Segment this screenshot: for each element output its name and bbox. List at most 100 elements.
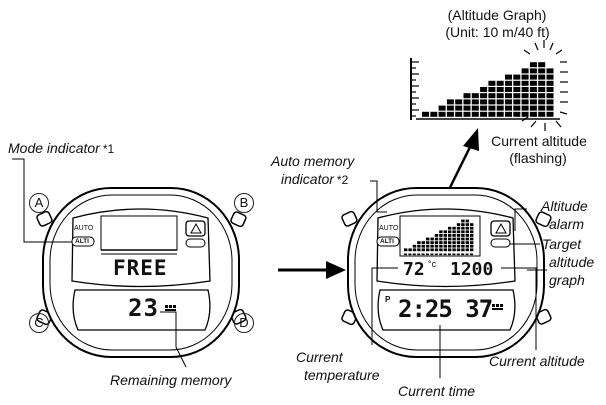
- altitude-graph-cell: [521, 111, 529, 117]
- altitude-graph-cell: [446, 111, 454, 117]
- mini-graph-cell: [456, 234, 461, 237]
- altitude-graph-cell: [529, 87, 537, 92]
- mini-graph-cell: [448, 234, 452, 237]
- mini-graph-cell: [448, 244, 452, 248]
- mini-graph-cell: [465, 241, 469, 244]
- altitude-graph-cell: [538, 68, 546, 74]
- mini-graph-cell: [461, 226, 465, 230]
- altitude-graph-cell: [471, 93, 479, 99]
- current-temperature-label-2: temperature: [304, 367, 380, 383]
- target-altitude-dash: [430, 253, 434, 256]
- mini-graph-cell: [421, 248, 425, 252]
- altitude-graph-cell: [488, 111, 496, 117]
- mini-graph-cell: [461, 248, 465, 252]
- altitude-graph-cell: [496, 105, 504, 111]
- mini-graph-cell: [465, 219, 469, 223]
- altitude-graph-cell: [521, 74, 529, 80]
- altitude-graph-cell: [546, 111, 554, 117]
- target-altitude-dash: [443, 253, 447, 256]
- mini-graph-cell: [461, 241, 465, 244]
- altitude-graph-cell: [529, 111, 537, 117]
- mini-graph-cell: [443, 234, 447, 237]
- auto-indicator-right: AUTO: [379, 225, 399, 232]
- altitude-graph-cell: [430, 111, 438, 117]
- button-b[interactable]: B: [234, 193, 254, 213]
- target-altitude-dash: [439, 253, 443, 256]
- mini-graph-cell: [439, 237, 443, 241]
- mini-graph-cell: [439, 234, 443, 237]
- mini-graph-cell: [465, 230, 469, 234]
- mini-graph-cell: [470, 241, 474, 244]
- mini-graph-cell: [417, 248, 421, 252]
- altitude-graph-cell: [496, 80, 504, 86]
- right-leader-lines: [370, 180, 547, 378]
- target-altitude-dash: [448, 253, 451, 256]
- altitude-graph-cell: [463, 111, 471, 117]
- altitude-graph-cell: [488, 80, 496, 86]
- target-label-2: altitude: [549, 254, 595, 270]
- mini-graph-cell: [417, 241, 421, 244]
- mini-graph-cell: [456, 226, 461, 230]
- altitude-graph-cell: [505, 99, 512, 105]
- mini-graph-cell: [439, 241, 443, 244]
- altitude-graph-cell: [521, 93, 529, 99]
- mini-graph-cell: [434, 241, 439, 244]
- altitude-graph-cell: [463, 99, 471, 105]
- altitude-graph-cell: [546, 87, 554, 92]
- mini-graph-cell: [470, 230, 474, 234]
- altitude-graph-cell: [513, 74, 521, 80]
- mini-graph-cell: [461, 244, 465, 248]
- mini-graph-cell: [456, 223, 461, 226]
- remaining-memory-label: Remaining memory: [110, 372, 232, 388]
- target-altitude-dash: [426, 253, 429, 256]
- mini-graph-cell: [439, 248, 443, 252]
- button-a[interactable]: A: [29, 193, 49, 213]
- altitude-graph-cell: [488, 87, 496, 92]
- altitude-graph-cell: [538, 105, 546, 111]
- altitude-graph-cell: [455, 99, 463, 105]
- auto-memory-label: Auto memory: [271, 153, 355, 169]
- button-c[interactable]: C: [29, 313, 49, 333]
- mini-graph-cell: [461, 223, 465, 226]
- target-altitude-dash: [456, 253, 460, 256]
- altitude-graph-cell: [496, 87, 504, 92]
- altitude-graph-cell: [446, 99, 454, 105]
- altitude-graph-cell: [538, 111, 546, 117]
- altitude-graph-cell: [513, 80, 521, 86]
- mini-graph-cell: [421, 241, 425, 244]
- mini-graph-cell: [426, 248, 430, 252]
- mini-graph-cell: [439, 244, 443, 248]
- mini-graph-cell: [470, 223, 474, 226]
- button-d[interactable]: D: [234, 313, 254, 333]
- mini-graph-cell: [465, 226, 469, 230]
- mini-graph-cell: [470, 248, 474, 252]
- altitude-graph-cell: [422, 111, 429, 117]
- mini-graph-cell: [456, 230, 461, 234]
- mini-graph-cell: [430, 248, 434, 252]
- mini-graph-cell: [452, 244, 456, 248]
- mini-graph-cell: [434, 234, 439, 237]
- mini-graph-cell: [430, 241, 434, 244]
- arrow-right-icon: [278, 261, 346, 279]
- mini-graph-cell: [456, 248, 461, 252]
- mini-graph-cell: [452, 234, 456, 237]
- altitude-graph-cell: [438, 111, 446, 117]
- current-time-label: Current time: [398, 383, 476, 399]
- altitude-graph-cell: [521, 87, 529, 92]
- mini-graph-cell: [448, 237, 452, 241]
- mini-graph-cell: [430, 237, 434, 241]
- mini-graph-cell: [443, 244, 447, 248]
- target-altitude-dash: [408, 253, 412, 256]
- altitude-graph-cell: [505, 87, 512, 92]
- altitude-graph-cell: [471, 99, 479, 105]
- alarm-bell-icon: [495, 222, 507, 234]
- altitude-graph-cell: [529, 80, 537, 86]
- altitude-graph-cell: [513, 87, 521, 92]
- mini-graph-cell: [456, 244, 461, 248]
- mini-graph-cell: [448, 226, 452, 230]
- altitude-graph-cell: [505, 111, 512, 117]
- mini-graph-cell: [456, 241, 461, 244]
- mini-graph-cell: [443, 237, 447, 241]
- target-altitude-dash: [421, 253, 425, 256]
